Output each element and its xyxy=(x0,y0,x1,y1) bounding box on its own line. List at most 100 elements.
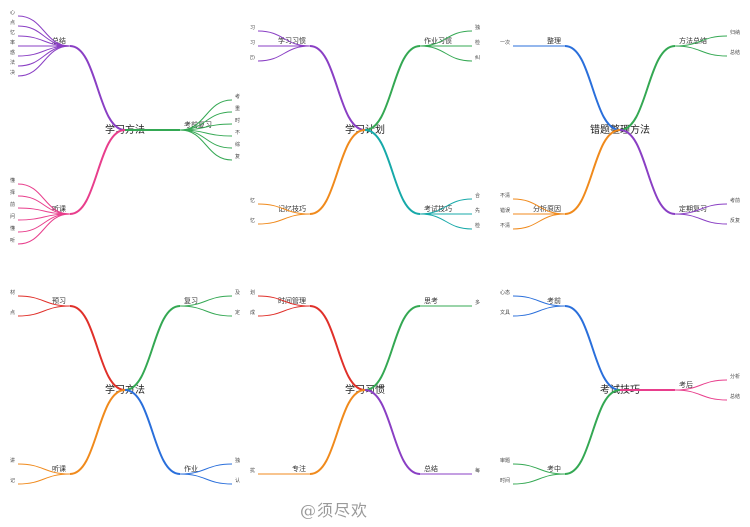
mindmap-leaf-label: 仔细审题 xyxy=(500,457,510,464)
mindmap-sub-branch xyxy=(674,213,728,225)
mindmap-leaf-label: 学习时间的选择 xyxy=(10,189,15,196)
mindmap-leaf-label: 合理分配时间 xyxy=(475,192,480,199)
mindmap-leaf-label: 纠正错题 xyxy=(475,54,480,61)
mindmap-sub-branch xyxy=(179,463,233,475)
mindmap-branch-label: 作业 xyxy=(184,464,198,473)
mindmap-branch xyxy=(69,129,126,215)
mindmap: 学习习惯时间管理制定计划按时完成专注远离干扰思考多问为什么总结每日总结 xyxy=(250,289,480,475)
mindmap-leaf-label: 认真听讲(笔记) xyxy=(250,54,255,61)
mindmap-branch-label: 考试技巧 xyxy=(424,204,452,213)
mindmap-leaf-label: 不要临时抱佛脚 xyxy=(235,129,240,136)
mindmap-leaf-label: 重视错题的整理 xyxy=(235,105,240,112)
mindmap-branch-label: 学习习惯 xyxy=(278,36,306,45)
mindmap-sub-branch xyxy=(512,463,566,475)
mindmap-leaf-label: 没有什么不懂 xyxy=(10,225,15,232)
mindmap: 学习计划学习习惯每天预习课前预习认真听讲(笔记)记忆技巧理解记忆联想记忆作业习惯… xyxy=(250,24,480,230)
mindmap-leaf-label: 记好笔记 xyxy=(10,477,15,484)
mindmap-leaf-label: 课前预习 xyxy=(250,39,255,46)
mindmap-leaf-label: 遇到要提前 xyxy=(10,201,15,208)
mindmap-leaf-label: 复习计划 xyxy=(235,153,240,160)
mindmap-leaf-label: 浏览教材 xyxy=(10,289,15,296)
mindmap-sub-branch xyxy=(512,213,566,230)
mindmap-sub-branch xyxy=(512,473,566,485)
mindmap-branch-label: 听课 xyxy=(52,464,66,473)
mindmap-leaf-label: 独立完成作业 xyxy=(475,24,480,31)
mindmap-leaf-label: 先易后难 xyxy=(475,207,480,214)
mindmap-leaf-label: 每日总结 xyxy=(475,467,480,474)
mindmap-leaf-label: 及时复习 xyxy=(235,289,240,296)
mindmap-branch xyxy=(69,305,126,391)
mindmap-branch xyxy=(124,389,181,475)
mindmap-leaf-label: 好记忆 xyxy=(10,29,15,36)
mindmap-branch-label: 分析原因 xyxy=(533,204,561,213)
mindmap-leaf-label: 按时完成 xyxy=(250,309,255,316)
mindmap-sub-branch xyxy=(674,45,728,57)
mindmap-leaf-label: 调整心态 xyxy=(500,289,510,296)
mindmap-branch xyxy=(619,129,676,215)
mindmap-leaf-label: 一点也没有听懂 xyxy=(10,177,15,184)
mindmap-leaf-label: 精听 xyxy=(10,237,15,244)
mindmap-branch-label: 总结 xyxy=(424,464,438,473)
mindmap: 学习方法总结笔记的核心做作业要有重点好记忆提高做题效率在学习中遇到问题或疑惑平时… xyxy=(10,10,240,245)
mindmap-branch-label: 记忆技巧 xyxy=(278,204,306,213)
mindmap-sub-branch xyxy=(257,213,311,225)
mindmap-leaf-label: 理解记忆 xyxy=(250,197,255,204)
mindmap-leaf-label: 多问为什么 xyxy=(475,299,480,306)
mindmap-leaf-label: 检查试卷 xyxy=(475,222,480,229)
mindmap-leaf-label: 认真检查 xyxy=(235,477,240,484)
mindmap-branch xyxy=(364,389,421,475)
mindmap-sub-branch xyxy=(419,45,473,62)
mindmap-sub-branch xyxy=(674,203,728,215)
mindmap-sub-branch xyxy=(257,45,311,62)
mindmap-leaf-label: 检查作业 xyxy=(475,39,480,46)
mindmap: 学习方法预习浏览教材标记难点听课认真听讲记好笔记复习及时复习定期回顾作业独立完成… xyxy=(10,289,240,485)
mindmap-leaf-label: 考前一个月 xyxy=(235,93,240,100)
mindmap-sub-branch xyxy=(179,305,233,317)
mindmap-leaf-label: 定期回顾 xyxy=(235,309,240,316)
mindmap-branch xyxy=(309,45,366,131)
mindmap-leaf-label: 每天预习 xyxy=(250,24,255,31)
mindmap-branch-label: 听课 xyxy=(52,204,66,213)
mindmap-leaf-label: 每周整理一次 xyxy=(500,39,510,46)
mindmap-leaf-label: 总结经验 xyxy=(730,393,740,400)
mindmap-sub-branch xyxy=(17,463,71,475)
mindmap-branch xyxy=(564,389,621,475)
mindmap-branch-label: 方法总结 xyxy=(679,36,707,45)
mindmap-branch xyxy=(309,305,366,391)
mindmap-branch-label: 考中 xyxy=(547,464,561,473)
mindmap-leaf-label: 独立完成 xyxy=(235,457,240,464)
mindmap-leaf-label: 遇到问题及时解决 xyxy=(10,69,15,76)
mindmap-leaf-label: 提高做题效率 xyxy=(10,39,15,46)
mindmap-leaf-label: 反复练习 xyxy=(730,217,740,224)
mindmap-branch-label: 整理 xyxy=(547,36,561,45)
mindmap-branch xyxy=(309,389,366,475)
mindmap: 错题整理方法整理每周整理一次分析原因概念不清计算错误审题不清方法总结归纳题型总结… xyxy=(500,29,740,230)
mindmap-branch-label: 总结 xyxy=(52,36,66,45)
mindmap-branch xyxy=(69,45,126,131)
mindmap-sub-branch xyxy=(179,473,233,485)
mindmap-sub-branch xyxy=(512,305,566,317)
mindmap-leaf-label: 考前必看 xyxy=(730,197,740,204)
mindmap-leaf-label: 合理分配时间 xyxy=(500,477,510,484)
mindmap-leaf-label: 审题不清 xyxy=(500,222,510,229)
mindmap-leaf-label: 分析试卷 xyxy=(730,373,740,380)
mindmap-sub-branch xyxy=(17,473,71,485)
mindmap-sub-branch xyxy=(17,295,71,307)
mindmap-sub-branch xyxy=(17,305,71,317)
mindmap-leaf-label: 概念不清 xyxy=(500,192,510,199)
mindmap-leaf-label: 远离干扰 xyxy=(250,467,255,474)
mindmap-sub-branch xyxy=(257,295,311,307)
mindmap-leaf-label: 归纳题型 xyxy=(730,29,740,36)
mindmap-sub-branch xyxy=(257,305,311,317)
mindmap-leaf-label: 综合复习 xyxy=(235,141,240,148)
mindmap-branch-label: 思考 xyxy=(424,297,438,305)
mindmap-leaf-label: 时间规划 xyxy=(235,117,240,124)
mindmap-sub-branch xyxy=(674,389,728,401)
mindmap-branch-label: 复习 xyxy=(184,296,198,305)
mindmap-leaf-label: 一定要及时去问 xyxy=(10,213,15,220)
mindmap-branch-label: 考前 xyxy=(547,296,561,305)
mindmap-leaf-label: 认真听讲 xyxy=(10,457,15,464)
mindmap-branch xyxy=(364,305,421,391)
mindmap-branch-label: 考后 xyxy=(679,380,693,389)
